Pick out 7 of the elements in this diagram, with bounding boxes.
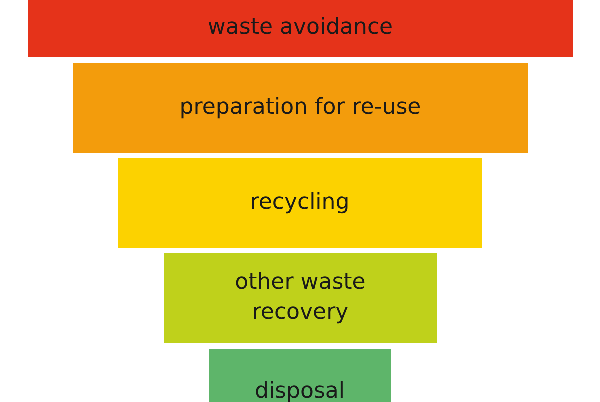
level-label: waste avoidance [208,14,394,42]
hierarchy-level-bar [73,63,528,153]
hierarchy-level-bar [118,158,482,248]
level-label: preparation for re-use [180,94,422,122]
hierarchy-level-bar [164,253,437,343]
level-label: recycling [250,189,350,217]
level-label: other waste recovery [234,269,367,327]
